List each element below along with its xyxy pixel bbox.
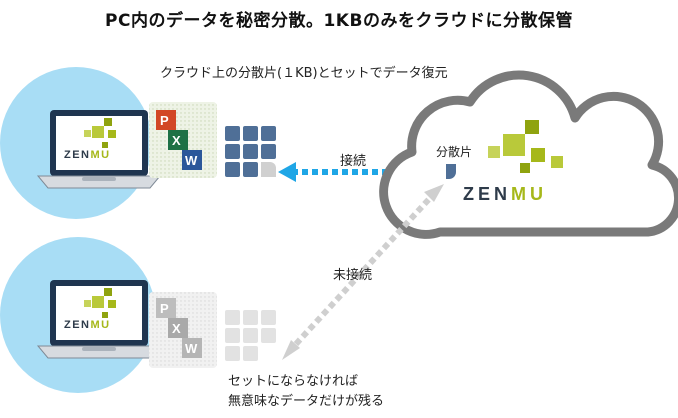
meaningless-label-line1: セットにならなければ: [228, 374, 359, 389]
svg-text:ZENMU: ZENMU: [64, 319, 111, 331]
fragment-label: 分散片: [436, 145, 473, 159]
svg-text:P: P: [160, 301, 169, 316]
data-files-panel: P X W: [149, 102, 217, 178]
fragment-grid-disconnected: [225, 310, 276, 361]
svg-text:P: P: [160, 113, 169, 128]
zenmu-cloud-logo-text: ZENMU: [463, 184, 547, 204]
svg-text:W: W: [185, 341, 198, 356]
powerpoint-icon-gray: [156, 298, 176, 318]
cloud-restore-label: クラウド上の分散片(１KB)とセットでデータ復元: [160, 66, 448, 81]
laptop-connected: ZENMU: [0, 67, 162, 219]
zenmu-logo-text: ZENMU: [64, 149, 111, 161]
svg-text:X: X: [172, 321, 181, 336]
word-icon: [182, 150, 202, 170]
svg-text:W: W: [185, 153, 198, 168]
meaningless-label-line2: 無意味なデータだけが残る: [228, 394, 385, 409]
fragment-icon: [446, 164, 456, 179]
word-icon-gray: [182, 338, 202, 358]
svg-text:X: X: [172, 133, 181, 148]
laptop-disconnected: ZENMU: [0, 237, 162, 393]
fragment-grid-connected: [225, 126, 276, 177]
excel-icon-gray: [168, 318, 188, 338]
cloud-storage: ZENMU: [379, 70, 678, 239]
data-files-panel-gray: P X W: [149, 292, 217, 368]
cloud-outline-icon: [379, 70, 678, 239]
excel-icon: [168, 130, 188, 150]
not-connected-label: 未接続: [333, 268, 373, 283]
page-title: PC内のデータを秘密分散。1KBのみをクラウドに分散保管: [105, 11, 573, 31]
not-connected-arrow: [282, 184, 444, 360]
connected-label: 接続: [340, 154, 367, 169]
powerpoint-icon: [156, 110, 176, 130]
